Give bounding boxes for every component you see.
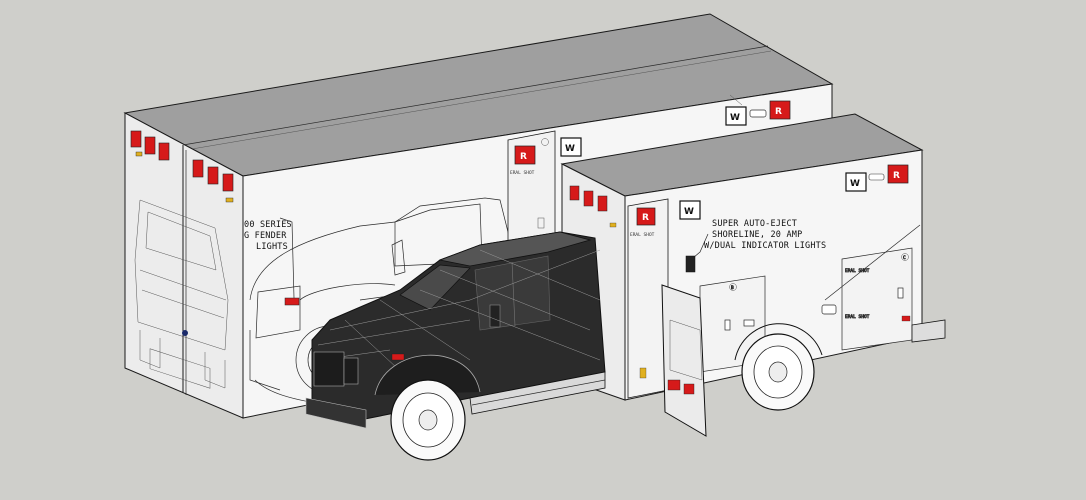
pickup-cab-chassis bbox=[305, 231, 606, 461]
svg-text:W: W bbox=[730, 113, 740, 123]
svg-text:ERAL SHOT: ERAL SHOT bbox=[845, 268, 870, 274]
svg-text:ERAL SHOT: ERAL SHOT bbox=[630, 232, 655, 238]
shoreline-note-line-2: SHORELINE, 20 AMP bbox=[712, 230, 802, 240]
fender-note-line-2: G FENDER bbox=[244, 231, 287, 241]
shoreline-note-line-1: SUPER AUTO-EJECT bbox=[712, 219, 797, 229]
svg-text:ERAL SHOT: ERAL SHOT bbox=[845, 314, 870, 320]
large-upper-right-lights: W R bbox=[725, 94, 791, 126]
fender-marker-light bbox=[284, 297, 300, 306]
door-warning-light-glyph: R bbox=[520, 152, 527, 162]
rear-light-bar-right bbox=[192, 159, 234, 203]
svg-text:C: C bbox=[903, 255, 906, 261]
shoreline-note: SUPER AUTO-EJECT SHORELINE, 20 AMP W/DUA… bbox=[685, 219, 826, 273]
small-ambulance-module: R ERAL SHOT W SUPER AUTO-EJECT SHORELINE… bbox=[560, 113, 946, 437]
svg-text:R: R bbox=[893, 171, 900, 181]
open-rear-door bbox=[661, 284, 707, 437]
svg-text:W: W bbox=[565, 144, 575, 154]
large-white-scene-light: W bbox=[560, 137, 582, 157]
svg-text:ERAL SHOT: ERAL SHOT bbox=[510, 170, 535, 176]
small-door-warning-glyph: R bbox=[642, 213, 649, 223]
cab-front-wheel bbox=[390, 379, 466, 461]
fender-note-line-1: 00 SERIES bbox=[244, 220, 292, 230]
svg-text:B: B bbox=[731, 285, 734, 291]
rear-light-bar-left bbox=[130, 130, 170, 161]
shoreline-note-line-3: W/DUAL INDICATOR LIGHTS bbox=[704, 241, 826, 251]
rear-face-truck-graphic bbox=[134, 199, 229, 389]
svg-text:R: R bbox=[775, 107, 782, 117]
small-module-rear-wheel bbox=[734, 323, 823, 411]
fender-light-note: 00 SERIES G FENDER LIGHTS bbox=[244, 217, 295, 299]
svg-text:W: W bbox=[850, 179, 860, 189]
fender-note-line-3: LIGHTS bbox=[256, 242, 288, 252]
svg-text:W: W bbox=[684, 207, 694, 217]
